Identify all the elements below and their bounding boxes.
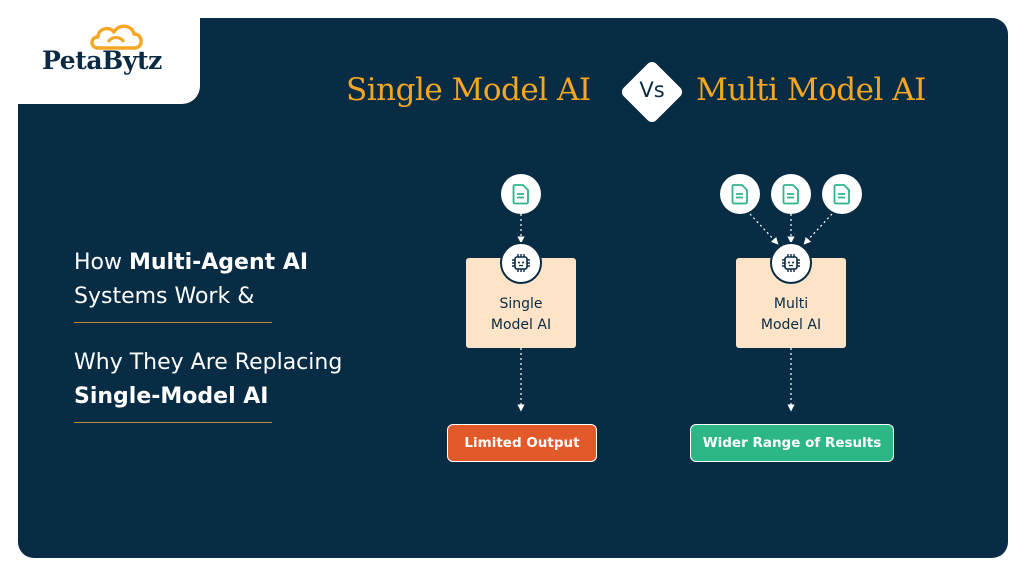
petabytz-logo: PetaBytz (42, 22, 172, 84)
single-box-label-line1: Single (499, 296, 543, 312)
multi-input-node-2 (771, 174, 811, 214)
divider-rule (74, 422, 272, 423)
title-single-model: Single Model AI (346, 72, 591, 108)
cloud-logo-icon (90, 24, 143, 50)
multi-processor-node (770, 242, 812, 284)
arrow-multi-input-right (803, 213, 833, 245)
cpu-bot-icon (512, 254, 530, 272)
divider-rule (74, 322, 272, 323)
side-heading-line3: Why They Are Replacing (74, 350, 343, 375)
multi-input-node-3 (822, 174, 862, 214)
side-heading-highlight: Multi-Agent AI (129, 250, 309, 275)
document-icon (512, 184, 529, 205)
logo-panel: PetaBytz (0, 0, 200, 104)
arrow-multi-input-left (749, 213, 779, 245)
multi-input-node-1 (720, 174, 760, 214)
side-heading-bold: Single-Model AI (74, 384, 269, 409)
document-icon (833, 184, 850, 205)
single-processor-node (500, 242, 542, 284)
multi-box-label-line2: Model AI (760, 317, 822, 333)
title-multi-model: Multi Model AI (696, 72, 926, 108)
side-heading-prefix: How (74, 250, 129, 275)
side-heading-line2: Systems Work & (74, 284, 255, 309)
multi-box-label-line1: Multi (773, 296, 809, 312)
document-icon (731, 184, 748, 205)
single-box-label-line2: Model AI (490, 317, 552, 333)
limited-output-pill: Limited Output (447, 424, 597, 462)
logo-text: PetaBytz (42, 46, 162, 75)
wider-results-pill: Wider Range of Results (690, 424, 894, 462)
document-icon (782, 184, 799, 205)
single-input-node (501, 174, 541, 214)
side-heading-line4: Single-Model AI (74, 380, 268, 414)
side-heading-line1: How Multi-Agent AI (74, 246, 308, 280)
vs-label: Vs (639, 78, 665, 102)
cpu-bot-icon (782, 254, 800, 272)
